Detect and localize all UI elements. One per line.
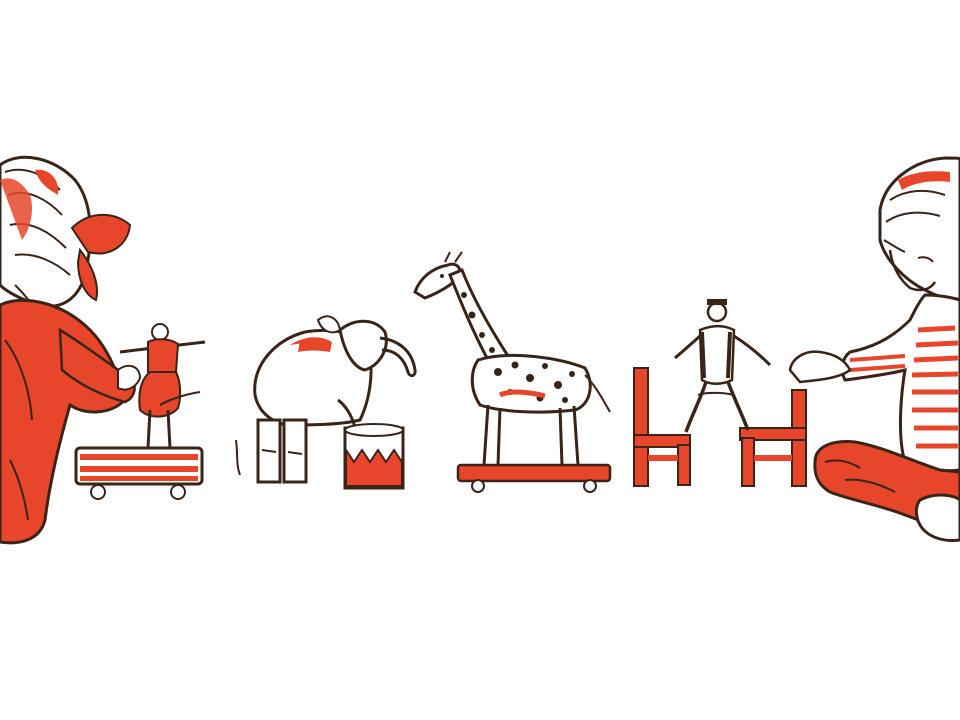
acrobat-on-toy-cart <box>74 323 206 500</box>
acrobat-on-chairs <box>633 299 807 487</box>
elephant-on-drum <box>235 315 417 490</box>
seated-child <box>788 156 960 542</box>
giraffe-on-wheels <box>413 251 612 493</box>
girl-with-bow <box>0 155 142 545</box>
